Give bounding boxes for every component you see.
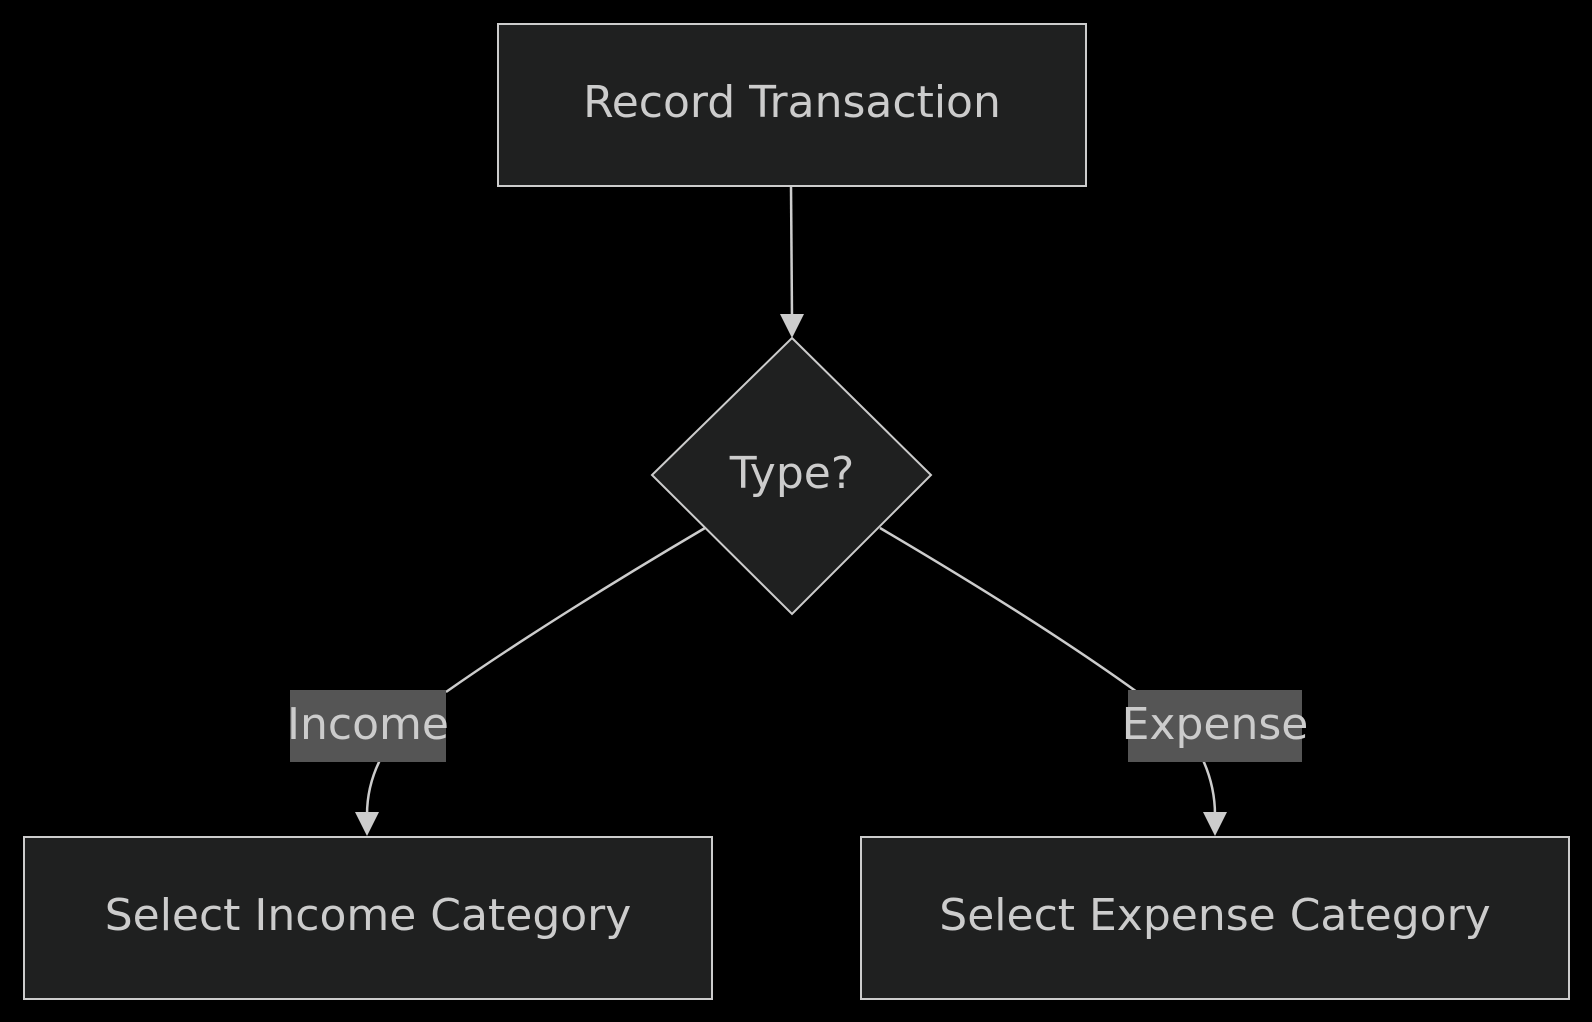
node-select-income-category-box — [23, 836, 713, 1000]
edge-expense-to-category — [1201, 759, 1217, 816]
node-select-expense-category-box — [860, 836, 1570, 1000]
edges — [355, 185, 1227, 836]
edge-income-to-category — [365, 759, 382, 816]
node-type-decision-diamond — [650, 336, 933, 616]
node-record-transaction: Record Transaction — [497, 23, 1087, 187]
arrowhead-type-to-income — [355, 812, 379, 836]
node-select-income-category: Select Income Category — [23, 836, 713, 1000]
edge-record-to-type — [789, 185, 794, 319]
node-type-decision: Type? — [650, 336, 933, 616]
edge-type-to-income — [445, 526, 706, 694]
node-select-expense-category-label: Select Expense Category — [939, 890, 1490, 941]
edge-label-income-bg — [290, 690, 446, 762]
edge-label-income: Income — [287, 690, 449, 762]
edge-type-to-expense — [879, 526, 1138, 694]
edge-label-income-text: Income — [287, 699, 449, 750]
node-record-transaction-box — [497, 23, 1087, 187]
arrowhead-type-to-expense — [1203, 812, 1227, 836]
node-select-expense-category: Select Expense Category — [860, 836, 1570, 1000]
edge-label-expense-text: Expense — [1122, 699, 1309, 750]
node-record-transaction-label: Record Transaction — [583, 77, 1001, 128]
edge-label-expense-bg — [1128, 690, 1302, 762]
node-select-income-category-label: Select Income Category — [105, 890, 632, 941]
arrowhead-record-to-type — [780, 314, 804, 338]
node-type-decision-label: Type? — [729, 448, 854, 499]
edge-label-expense: Expense — [1122, 690, 1309, 762]
